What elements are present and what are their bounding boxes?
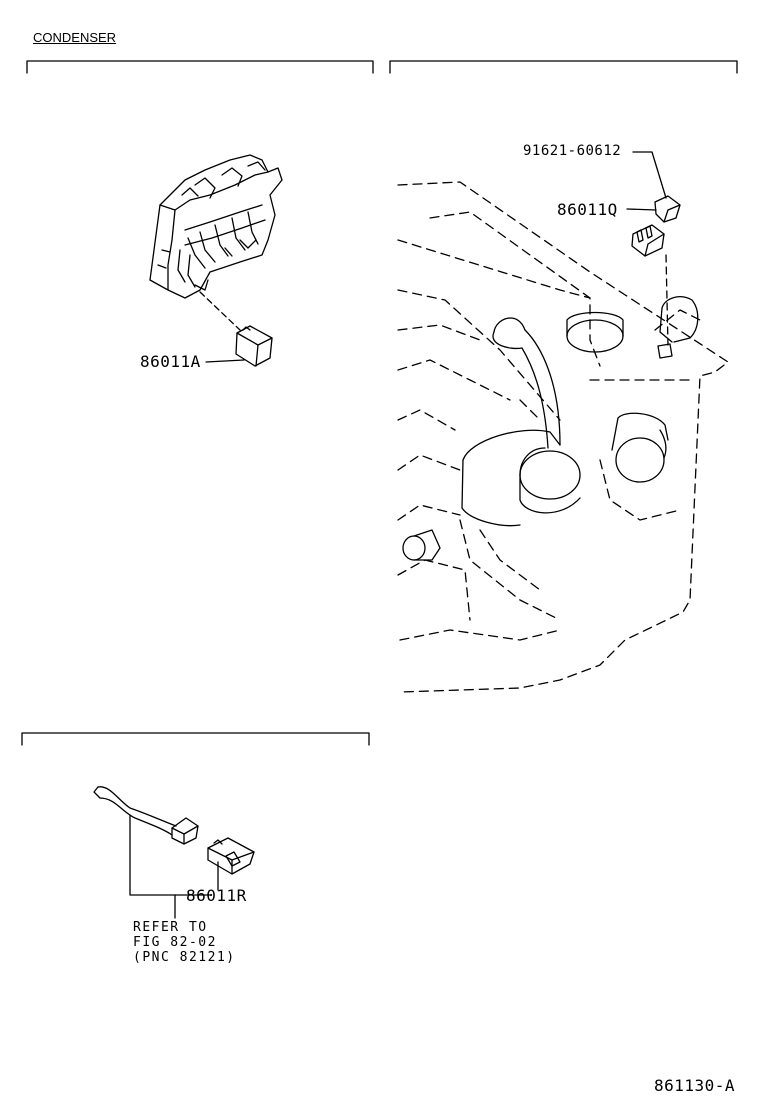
reference-bracket bbox=[130, 815, 210, 895]
callout-86011q: 86011Q bbox=[557, 200, 618, 219]
section-title: CONDENSER bbox=[33, 30, 117, 45]
wire-harness-illustration bbox=[94, 787, 254, 874]
reference-note-line2: FIG 82-02 bbox=[133, 935, 217, 950]
reference-note-line3: (PNC 82121) bbox=[133, 950, 236, 965]
section-bracket-top-left bbox=[27, 61, 373, 73]
reference-note-line1: REFER TO bbox=[133, 920, 208, 935]
relay-86011a-illustration bbox=[236, 326, 272, 366]
leader-dashed-q bbox=[666, 255, 668, 345]
engine-illustration bbox=[398, 182, 728, 692]
leader-bolt bbox=[633, 152, 666, 198]
figure-number: 861130-A bbox=[654, 1076, 736, 1095]
leader-86011a bbox=[206, 360, 244, 362]
section-bracket-bottom-left bbox=[22, 733, 369, 745]
sensor-86011q-illustration bbox=[632, 196, 680, 256]
section-bracket-top-right bbox=[390, 61, 737, 73]
leader-86011q bbox=[627, 209, 656, 210]
callout-86011a: 86011A bbox=[140, 352, 201, 371]
callout-91621-60612: 91621-60612 bbox=[523, 143, 622, 159]
junction-block-illustration bbox=[150, 155, 282, 298]
leader-dashed-a bbox=[200, 292, 240, 330]
callout-86011r: 86011R bbox=[186, 886, 247, 905]
engine-components bbox=[403, 297, 698, 560]
